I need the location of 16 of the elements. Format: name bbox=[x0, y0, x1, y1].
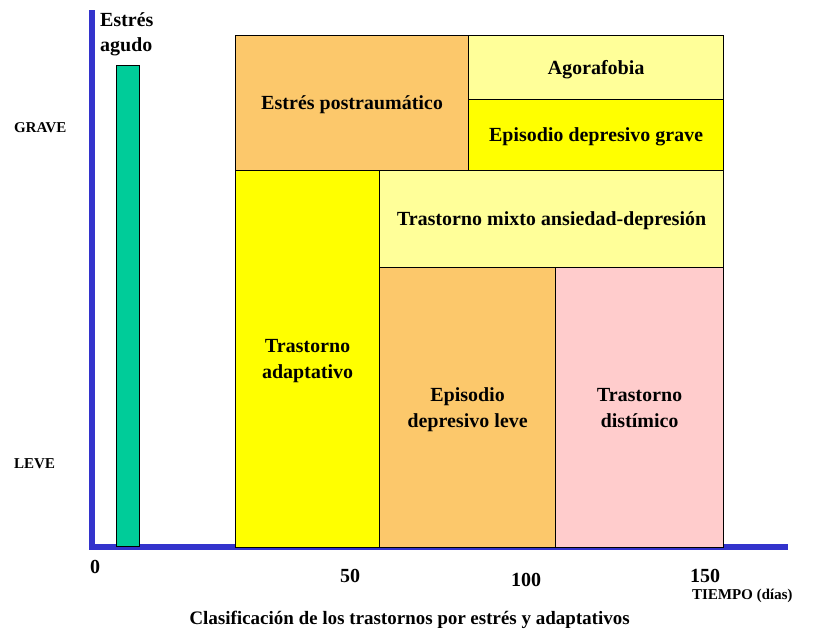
axis-label: LEVE bbox=[14, 455, 55, 474]
axis-label: TIEMPO (días) bbox=[692, 586, 792, 605]
category-box: Episodio depresivo leve bbox=[379, 267, 556, 548]
category-box: Trastorno mixto ansiedad-depresión bbox=[379, 170, 724, 268]
category-box: Trastorno distímico bbox=[555, 267, 724, 548]
axis-label: GRAVE bbox=[14, 119, 66, 138]
category-box: Trastorno adaptativo bbox=[235, 170, 380, 548]
axis-label: 100 bbox=[511, 568, 541, 593]
category-box: Estrés postraumático bbox=[235, 35, 469, 171]
axis-label: 0 bbox=[90, 555, 100, 580]
caption: Clasificación de los trastornos por estrés y adaptativos bbox=[188, 607, 631, 631]
axis-label: 50 bbox=[340, 564, 360, 589]
bar-label: Estrés agudo bbox=[100, 8, 154, 58]
category-box: Agorafobia bbox=[468, 35, 724, 100]
axis-label: 150 bbox=[690, 564, 720, 589]
category-box: Episodio depresivo grave bbox=[468, 99, 724, 171]
